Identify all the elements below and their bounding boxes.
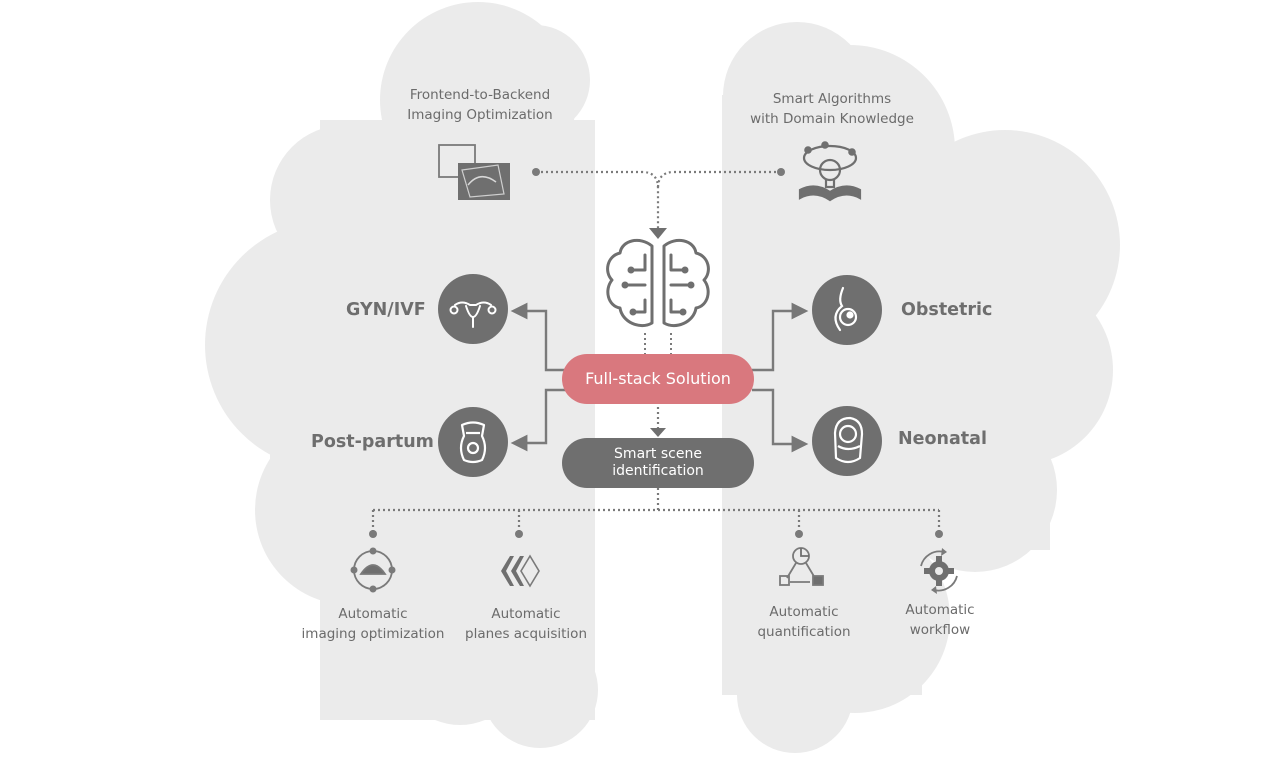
uterus-icon	[449, 301, 497, 328]
connector-dot	[515, 530, 523, 538]
smart-algorithms-label: Smart Algorithms with Domain Knowledge	[750, 91, 914, 127]
brain-circuit-icon	[606, 238, 710, 328]
auto-planes-label: Automatic planes acquisition	[465, 606, 587, 642]
top-connectors	[536, 170, 781, 430]
auto-workflow-label: Automatic workflow	[905, 602, 975, 638]
connector-dot	[369, 530, 377, 538]
obstetric-label: Obstetric	[901, 300, 993, 320]
frontend-backend-label: Frontend-to-Backend Imaging Optimization	[407, 87, 553, 123]
gear-cycle-icon	[920, 548, 958, 594]
ultrasound-images-icon	[438, 144, 510, 200]
auto-quant-label: Automatic quantification	[757, 604, 851, 640]
right-hemisphere	[722, 22, 1120, 753]
brain-connectors	[644, 333, 672, 358]
planes-chevrons-icon	[501, 554, 540, 588]
full-stack-solution-label: Full-stack Solution	[585, 369, 731, 388]
smart-scene-pill	[562, 438, 754, 488]
postpartum-body-icon	[459, 421, 487, 464]
pregnant-woman-icon	[834, 286, 858, 332]
swaddled-baby-icon	[833, 416, 864, 464]
full-stack-solution-pill	[562, 354, 754, 404]
connector-dot	[777, 168, 785, 176]
connector-dot	[935, 530, 943, 538]
gyn-ivf-label: GYN/IVF	[346, 300, 426, 320]
post-partum-label: Post-partum	[311, 432, 434, 452]
arrow-head-down	[650, 428, 666, 437]
chart-nodes-icon	[779, 547, 824, 586]
auto-imaging-label: Automatic imaging optimization	[301, 606, 445, 642]
connector-dot	[532, 168, 540, 176]
arrow-head-down	[649, 228, 667, 239]
bottom-connectors	[371, 488, 941, 532]
smart-scene-label: Smart scene identification	[612, 446, 704, 479]
neonatal-label: Neonatal	[898, 429, 987, 449]
category-connectors	[510, 302, 809, 453]
lightbulb-book-icon	[798, 144, 862, 202]
gyn-ivf-badge	[438, 274, 508, 344]
connector-dot	[795, 530, 803, 538]
